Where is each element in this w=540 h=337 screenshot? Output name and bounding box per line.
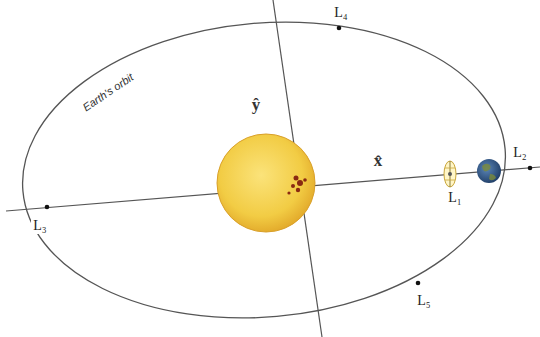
lagrange-label: L₄ xyxy=(332,5,349,21)
satellite-icon xyxy=(444,161,456,187)
lagrange-label: L₃ xyxy=(31,218,48,234)
sun xyxy=(217,134,315,232)
lagrange-label: L₁ xyxy=(446,190,463,206)
lagrange-label: L₂ xyxy=(511,145,528,161)
axis-label: x̂ xyxy=(372,151,385,170)
earth-orbit xyxy=(10,2,518,337)
axis-label: ŷ xyxy=(250,95,263,114)
lagrange-label: L₅ xyxy=(415,293,432,309)
orbit-label: Earth's orbit xyxy=(79,69,138,115)
earth-land xyxy=(482,164,496,181)
lagrange-dots xyxy=(45,26,533,286)
sunspots xyxy=(287,176,306,195)
earth xyxy=(477,159,501,183)
